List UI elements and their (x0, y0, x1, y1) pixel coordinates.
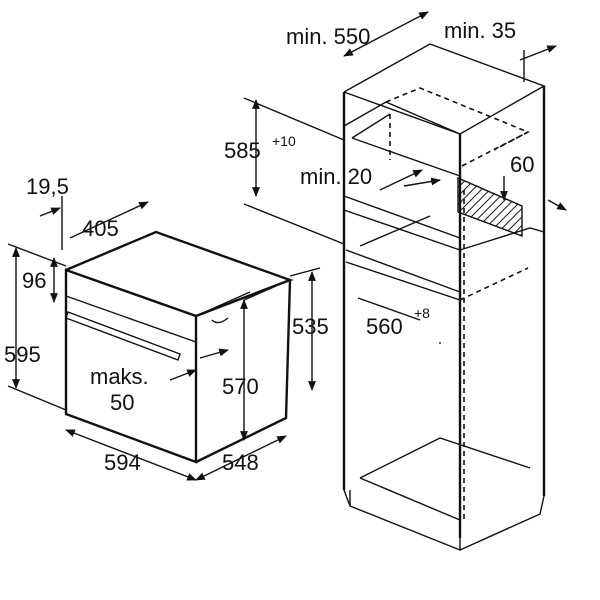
label-96: 96 (22, 268, 46, 293)
label-594: 594 (104, 450, 141, 475)
cabinet-drawing (342, 43, 546, 552)
label-60: 60 (510, 152, 534, 177)
label-548: 548 (222, 450, 259, 475)
label-535: 535 (292, 314, 329, 339)
label-50: 50 (110, 390, 134, 415)
label-595: 595 (4, 342, 41, 367)
label-585-sup: +10 (272, 133, 296, 149)
label-585: 585 (224, 138, 261, 163)
label-min550: min. 550 (286, 24, 370, 49)
label-min20: min. 20 (300, 164, 372, 189)
label-min35: min. 35 (444, 18, 516, 43)
label-560: 560 (366, 314, 403, 339)
label-560-sup: +8 (414, 305, 430, 321)
dimension-labels: min. 550 min. 35 585 +10 min. 20 60 19,5… (4, 18, 534, 475)
label-19-5: 19,5 (26, 174, 69, 199)
label-maks: maks. (90, 364, 149, 389)
oven-drawing (64, 230, 294, 464)
dimension-lines (7, 11, 567, 481)
label-405: 405 (82, 216, 119, 241)
label-570: 570 (222, 374, 259, 399)
